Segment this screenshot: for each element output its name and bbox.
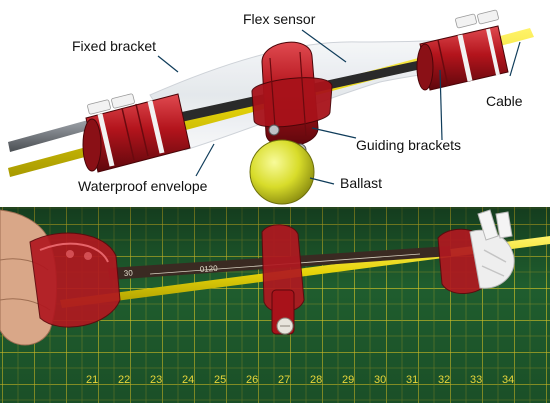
guiding-bracket-center [251,41,333,157]
ruler-number: 31 [406,374,418,386]
ruler-number: 28 [310,374,322,386]
render-illustration: Flex sensor Fixed bracket Cable Guiding … [8,9,534,205]
strip-label-middle: 0120 [200,264,219,274]
leader-envelope [195,143,215,177]
leader-ballast [309,177,335,185]
ruler-number: 24 [182,374,194,386]
photo-fixed-bracket-right [437,209,515,294]
label-ballast: Ballast [340,175,382,191]
leader-cable [509,41,521,77]
ruler-number: 33 [470,374,482,386]
ruler-number: 32 [438,374,450,386]
ruler-number: 29 [342,374,354,386]
leader-fixed-bracket [157,55,179,73]
leader-guiding-center [311,127,357,139]
fixed-bracket-right [416,9,509,91]
leader-guiding-right [439,69,443,141]
ruler-number: 26 [246,374,258,386]
ruler-number: 23 [150,374,162,386]
ruler-number: 34 [502,374,514,386]
label-cable: Cable [486,93,523,109]
ruler-number: 27 [278,374,290,386]
leader-flex-sensor [301,29,347,63]
ruler-number: 30 [374,374,386,386]
label-waterproof-envelope: Waterproof envelope [78,178,208,194]
ruler-numbers: 21 22 23 24 25 26 27 28 29 30 31 32 33 3… [86,374,514,386]
label-flex-sensor: Flex sensor [243,11,316,27]
ballast-sphere [249,139,315,205]
fixed-bracket-left [82,93,191,173]
ruler-number: 22 [118,374,130,386]
strip-label-left: 30 [124,268,134,278]
prototype-photo: 21 22 23 24 25 26 27 28 29 30 31 32 33 3… [0,207,550,403]
photo-fixed-bracket-left [29,232,121,328]
ruler-number: 21 [86,374,98,386]
photo-guiding-bracket [261,224,305,335]
leader-lines [157,29,521,185]
label-fixed-bracket: Fixed bracket [72,38,156,54]
label-guiding-brackets: Guiding brackets [356,137,461,153]
ruler-number: 25 [214,374,226,386]
